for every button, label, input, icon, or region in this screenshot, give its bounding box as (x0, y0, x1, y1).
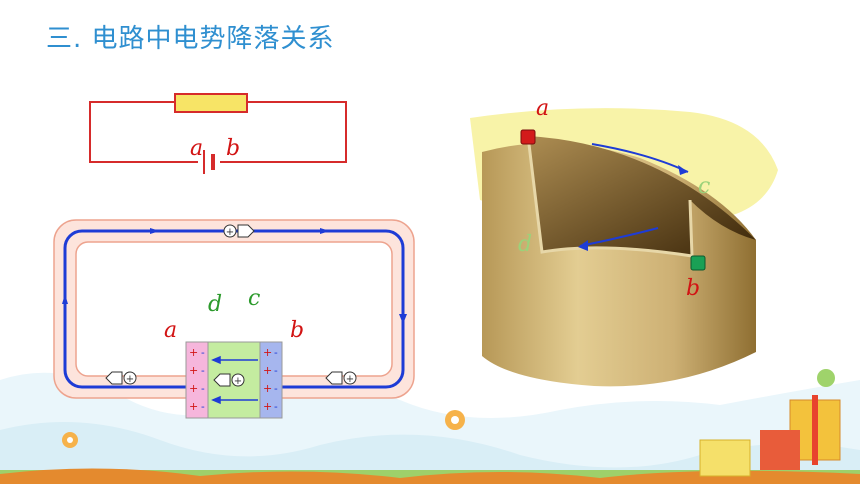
svg-text:+: + (263, 346, 272, 359)
loop-label-b: b (290, 318, 305, 343)
plate-a-minus: - - - - (201, 346, 205, 413)
svg-text:+: + (189, 346, 198, 359)
plate-a-charges: + + + + (189, 346, 198, 413)
svg-text:+: + (263, 382, 272, 395)
loop-label-c: c (248, 286, 261, 311)
svg-text:-: - (274, 346, 278, 359)
charge-icon: + (223, 224, 255, 238)
cylinder-label-a: a (536, 96, 550, 121)
cylinder-label-d: d (518, 232, 533, 257)
arrow-left-icon (325, 371, 343, 385)
svg-text:-: - (274, 400, 278, 413)
gift-box-icon (699, 395, 841, 477)
svg-text:+: + (226, 227, 234, 238)
svg-text:-: - (274, 364, 278, 377)
circuit-label-a: a (190, 136, 204, 161)
svg-text:-: - (201, 364, 205, 377)
flower-icon (62, 369, 835, 448)
charge-icon: + (213, 373, 245, 387)
arrow-right-icon (237, 224, 255, 238)
cylinder-cut-edge (526, 135, 694, 258)
svg-text:+: + (189, 382, 198, 395)
circuit-label-b: b (226, 136, 241, 161)
svg-text:+: + (346, 374, 354, 385)
potential-cylinder (470, 108, 778, 387)
cylinder-label-b: b (686, 276, 701, 301)
loop-label-a: a (164, 318, 178, 343)
svg-text:-: - (201, 346, 205, 359)
plate-b-charges: + + + + (263, 346, 272, 413)
svg-text:+: + (234, 376, 242, 387)
plate-b (259, 341, 283, 419)
svg-text:+: + (189, 400, 198, 413)
current-loop-diagram: + + + + + + + - - - - + + + + - - - - + (53, 219, 415, 419)
page-title: 三. 电路中电势降落关系 (46, 24, 335, 54)
plate-b-minus: - - - - (274, 346, 278, 413)
field-arrows (211, 355, 258, 405)
svg-text:+: + (126, 374, 134, 385)
cylinder-label-c: c (698, 174, 711, 199)
charge-icon: + (325, 371, 357, 385)
svg-text:+: + (189, 364, 198, 377)
svg-text:-: - (274, 382, 278, 395)
loop-label-d: d (208, 292, 223, 317)
terminal-a (520, 129, 536, 145)
resistor (174, 93, 248, 113)
arrow-left-icon (105, 371, 123, 385)
svg-text:+: + (263, 364, 272, 377)
simple-circuit (89, 93, 347, 174)
charge-icon: + (105, 371, 137, 385)
cylinder-inner (528, 136, 756, 256)
arrow-left-icon (213, 373, 231, 387)
svg-text:-: - (201, 382, 205, 395)
svg-text:-: - (201, 400, 205, 413)
svg-text:+: + (263, 400, 272, 413)
terminal-b (690, 255, 706, 271)
